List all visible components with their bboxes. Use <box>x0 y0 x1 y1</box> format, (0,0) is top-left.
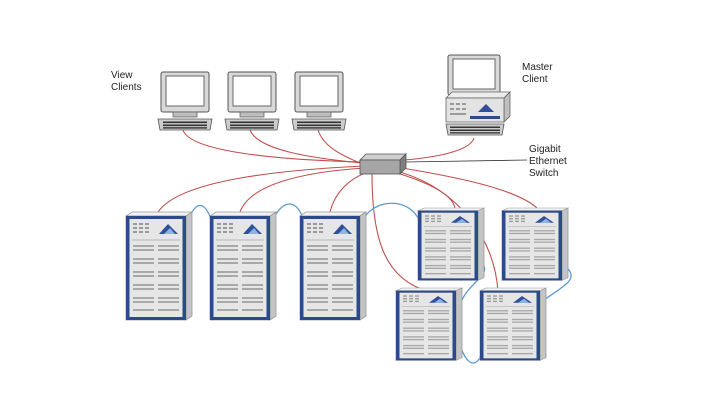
server-rack-5-icon <box>501 207 569 281</box>
switch-label-line-3: Switch <box>529 168 559 179</box>
server-rack-4-icon <box>417 207 485 281</box>
switch-label-leader <box>405 159 528 163</box>
server-rack-1-icon <box>125 211 193 321</box>
client-cables <box>182 129 475 165</box>
view-clients-label-line-2: Clients <box>111 82 142 93</box>
cable-rack-6 <box>371 173 431 293</box>
view-clients-label-line-1: View <box>111 70 133 81</box>
master-client-icon <box>445 54 511 136</box>
interconnect-3-4 <box>361 202 421 223</box>
interconnect-5-7 <box>543 267 572 301</box>
view-client-monitor-2-icon <box>224 71 280 131</box>
cable-master-client <box>403 137 475 161</box>
master-client-label-line-2: Client <box>522 74 548 85</box>
view-client-monitor-3-icon <box>291 71 347 131</box>
server-rack-6-icon <box>395 287 463 361</box>
master-client-label-line-1: Master <box>522 62 553 73</box>
switch-label-line-2: Ethernet <box>529 156 567 167</box>
rack-cables <box>157 165 538 293</box>
cable-view-client-1 <box>182 129 363 163</box>
view-clients-label: View Clients <box>111 70 142 94</box>
view-client-monitor-1-icon <box>157 71 213 131</box>
cable-rack-2 <box>239 167 367 213</box>
ethernet-switch-icon <box>359 153 407 175</box>
server-rack-2-icon <box>209 211 277 321</box>
server-rack-3-icon <box>299 211 367 321</box>
cable-rack-1 <box>157 165 365 213</box>
switch-label-line-1: Gigabit <box>529 144 561 155</box>
master-client-label: Master Client <box>522 62 553 86</box>
server-rack-7-icon <box>479 287 547 361</box>
cable-view-client-2 <box>249 129 363 164</box>
cable-rack-3 <box>329 171 369 213</box>
switch-label: Gigabit Ethernet Switch <box>529 144 567 180</box>
cable-rack-4 <box>393 171 456 209</box>
cable-view-client-3 <box>317 129 363 165</box>
cable-rack-5 <box>401 167 538 209</box>
interconnect-2-3 <box>271 203 305 223</box>
